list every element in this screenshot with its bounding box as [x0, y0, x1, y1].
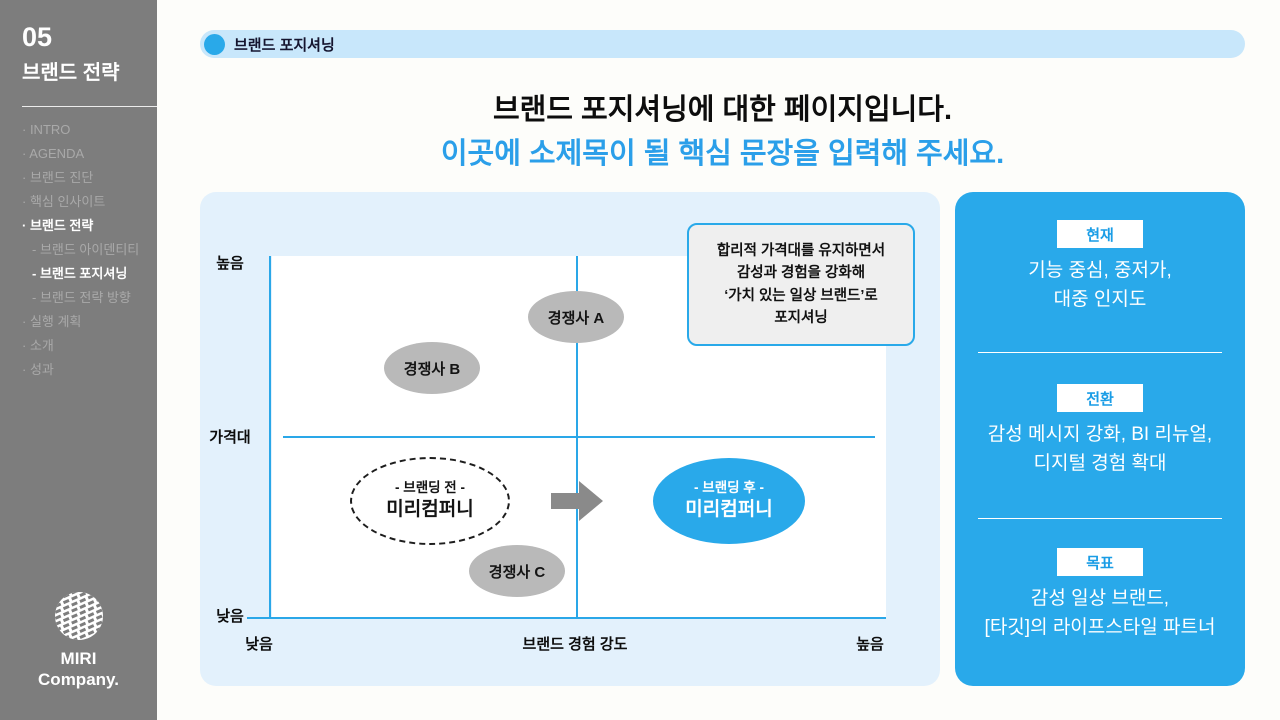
- sidebar-item-brand-direction[interactable]: - 브랜드 전략 방향: [32, 290, 131, 305]
- page-title: 브랜드 포지셔닝에 대한 페이지입니다.: [492, 94, 953, 126]
- panel-divider: [978, 352, 1222, 353]
- before-branding-name: 미리컴퍼니: [386, 499, 474, 521]
- sidebar-item-key-insight[interactable]: · 핵심 인사이트: [22, 194, 106, 209]
- sidebar-item-about[interactable]: · 소개: [22, 338, 54, 353]
- goal-text-line1: 감성 일상 브랜드,: [1030, 588, 1170, 609]
- logo-text-line2: Company.: [38, 670, 119, 690]
- goal-text: 감성 일상 브랜드, [타깃]의 라이프스타일 파트너: [955, 584, 1245, 643]
- y-label-price: 가격대: [209, 429, 251, 446]
- sidebar-item-execution-plan[interactable]: · 실행 계획: [22, 314, 82, 329]
- badge-goal: 목표: [1057, 548, 1143, 576]
- x-label-experience: 브랜드 경험 강도: [522, 636, 628, 653]
- section-tag-label: 브랜드 포지셔닝: [234, 36, 335, 54]
- callout-line: 포지셔닝: [774, 309, 828, 326]
- sidebar-item-brand-positioning[interactable]: - 브랜드 포지셔닝: [32, 266, 128, 281]
- x-label-high: 높음: [856, 636, 884, 653]
- callout-line: 합리적 가격대를 유지하면서: [716, 242, 886, 259]
- sidebar-item-brand-diagnosis[interactable]: · 브랜드 진단: [22, 170, 94, 185]
- sidebar-item-brand-identity[interactable]: - 브랜드 아이덴티티: [32, 242, 140, 257]
- sidebar-item-brand-strategy[interactable]: · 브랜드 전략: [22, 218, 94, 233]
- y-label-low: 낮음: [216, 608, 244, 625]
- transition-text-line1: 감성 메시지 강화, BI 리뉴얼,: [987, 424, 1213, 445]
- y-label-high: 높음: [216, 255, 244, 272]
- competitor-a-ellipse: 경쟁사 A: [528, 291, 624, 343]
- transition-arrow-icon: [551, 481, 603, 521]
- sidebar-menu: · INTRO · AGENDA · 브랜드 진단 · 핵심 인사이트 · 브랜…: [22, 118, 139, 382]
- sidebar-item-performance[interactable]: · 성과: [22, 362, 54, 377]
- page-subtitle: 이곳에 소제목이 될 핵심 문장을 입력해 주세요.: [440, 138, 1005, 170]
- after-branding-tag: - 브랜딩 후 -: [694, 480, 764, 496]
- sidebar: 05 브랜드 전략 · INTRO · AGENDA · 브랜드 진단 · 핵심…: [0, 0, 157, 720]
- strategy-callout: 합리적 가격대를 유지하면서 감성과 경험을 강화해 ‘가치 있는 일상 브랜드…: [687, 223, 915, 346]
- section-tag-pill: 브랜드 포지셔닝: [200, 30, 1245, 58]
- positioning-map-panel: 높음 가격대 낮음 낮음 브랜드 경험 강도 높음 경쟁사 A 경쟁사 B 경쟁…: [200, 192, 940, 686]
- bullet-dot-icon: [204, 33, 225, 55]
- summary-panel: 현재 기능 중심, 중저가, 대중 인지도 전환 감성 메시지 강화, BI 리…: [955, 192, 1245, 686]
- badge-transition: 전환: [1057, 384, 1143, 412]
- current-text-line2: 대중 인지도: [1053, 289, 1147, 311]
- badge-current: 현재: [1057, 220, 1143, 248]
- sidebar-item-agenda[interactable]: · AGENDA: [22, 146, 85, 161]
- transition-text: 감성 메시지 강화, BI 리뉴얼, 디지털 경험 확대: [955, 420, 1245, 479]
- current-text-line1: 기능 중심, 중저가,: [1028, 260, 1172, 281]
- company-logo: MIRI Company.: [0, 590, 157, 691]
- section-title: 브랜드 전략: [22, 62, 120, 84]
- panel-divider: [978, 518, 1222, 519]
- x-axis-line: [247, 617, 886, 619]
- y-axis-line: [269, 256, 271, 618]
- x-label-low: 낮음: [245, 636, 273, 653]
- before-branding-ellipse: - 브랜딩 전 - 미리컴퍼니: [350, 457, 510, 545]
- transition-text-line2: 디지털 경험 확대: [1033, 453, 1167, 475]
- sidebar-divider: [22, 106, 157, 107]
- sidebar-item-intro[interactable]: · INTRO: [22, 122, 71, 137]
- competitor-c-ellipse: 경쟁사 C: [469, 545, 565, 597]
- section-number: 05: [22, 22, 53, 52]
- after-branding-ellipse: - 브랜딩 후 - 미리컴퍼니: [653, 458, 805, 544]
- logo-text-line1: MIRI: [60, 649, 97, 668]
- competitor-b-ellipse: 경쟁사 B: [384, 342, 480, 394]
- globe-logo-icon: [54, 592, 103, 640]
- current-text: 기능 중심, 중저가, 대중 인지도: [955, 256, 1245, 315]
- center-horizontal-line: [283, 436, 875, 438]
- callout-line: ‘가치 있는 일상 브랜드’로: [724, 287, 878, 304]
- callout-line: 감성과 경험을 강화해: [736, 265, 866, 282]
- goal-text-line2: [타깃]의 라이프스타일 파트너: [984, 617, 1216, 639]
- after-branding-name: 미리컴퍼니: [685, 499, 773, 521]
- before-branding-tag: - 브랜딩 전 -: [395, 480, 465, 496]
